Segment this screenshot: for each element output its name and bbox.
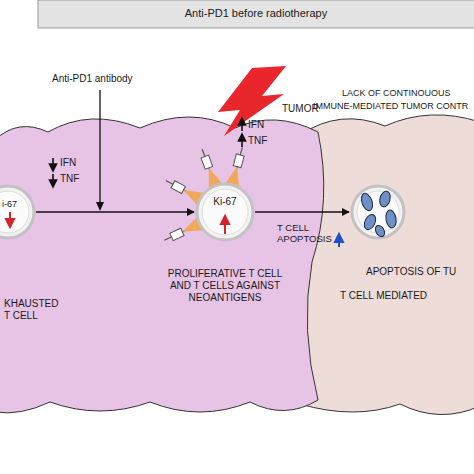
cell-nucleus [202, 189, 248, 235]
cell-outline [195, 182, 255, 242]
text-label: TNF [248, 135, 267, 147]
node-text: APOPTOSIS OF TU [366, 266, 474, 278]
apoptotic-fragments [359, 190, 397, 238]
cell-membrane [197, 184, 253, 240]
cytokine-arrows [50, 118, 246, 187]
ki67-arrows [6, 212, 229, 234]
cell-nucleus [0, 191, 29, 233]
edge-label: T CELL APOPTOSIS [277, 222, 337, 245]
cell-outline [350, 184, 406, 240]
node-text: Ki-67 [195, 196, 255, 208]
node-text: i-67 [2, 199, 26, 210]
cell-node: APOPTOSIS OF TUT CELL MEDIATED [350, 184, 406, 240]
cell-outline [0, 184, 36, 240]
antibody-arrowhead [96, 202, 104, 211]
text-label: Anti-PD1 antibody [52, 73, 133, 85]
connector-arrow [36, 211, 194, 212]
cell-node: i-67KHAUSTED T CELL [0, 184, 36, 240]
antibody-arrow [99, 90, 100, 204]
node-caption: KHAUSTED T CELL [4, 298, 62, 322]
text-label: IFN [248, 119, 264, 131]
tumor-region-left [0, 117, 324, 413]
text-label: IMMUNE-MEDIATED TUMOR CONTR [313, 101, 468, 112]
diagram-title: Anti-PD1 before radiotherapy [38, 7, 474, 20]
text-label: LACK OF CONTINOUOUS [342, 88, 451, 99]
cell-membrane [352, 186, 404, 238]
header-band [38, 0, 474, 28]
connector-arrow [255, 211, 349, 212]
cell-node: Ki-67PROLIFERATIVE T CELL AND T CELLS AG… [195, 182, 255, 242]
cell-nucleus [357, 191, 399, 233]
apoptosis-arrow [335, 234, 343, 247]
text-label: IFN [60, 157, 76, 169]
radiation-bolt [218, 66, 286, 136]
text-label: TNF [60, 173, 79, 185]
node-caption: T CELL MEDIATED [340, 290, 450, 302]
cell-membrane [0, 186, 34, 238]
tumor-region-right [300, 115, 474, 415]
node-caption: PROLIFERATIVE T CELL AND T CELLS AGAINST… [165, 268, 285, 304]
